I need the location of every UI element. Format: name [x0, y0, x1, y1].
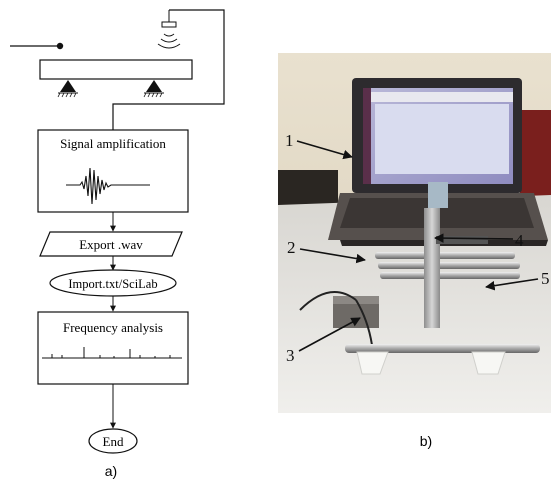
laptop	[328, 78, 548, 246]
signal-amplification-label: Signal amplification	[60, 136, 166, 151]
amplifier-device	[299, 291, 379, 346]
spectrum-icon	[42, 347, 182, 359]
signal-amplification-box	[37, 129, 189, 213]
import-label: Import.txt/SciLab	[68, 277, 157, 291]
microphone-cable	[112, 9, 225, 130]
support-right-icon	[143, 80, 164, 98]
callout-1-label: 1	[285, 131, 294, 150]
impact-point	[56, 42, 64, 50]
specimen-rod	[345, 344, 540, 353]
export-wav-label: Export .wav	[79, 237, 143, 252]
end-step	[88, 428, 138, 454]
callout-4-arrow	[434, 233, 514, 243]
specimen-beam	[39, 59, 193, 80]
microphone-icon	[157, 10, 181, 49]
foam-support-left	[356, 351, 389, 375]
callout-3-arrow	[298, 317, 361, 352]
panel-b-label: b)	[420, 433, 432, 449]
panel-b-photo: 1 2 3 4 5 b)	[278, 53, 551, 449]
spare-rods	[375, 252, 520, 279]
callout-2-label: 2	[287, 238, 296, 257]
support-left-icon	[57, 80, 78, 98]
waveform-icon	[66, 167, 150, 205]
callout-4-label: 4	[515, 231, 524, 250]
end-label: End	[103, 434, 124, 449]
panel-a-label: a)	[105, 463, 117, 479]
panel-a-flowchart: Signal amplification Export .wav Import.…	[10, 9, 225, 479]
callout-5-arrow	[485, 278, 539, 291]
callout-1-arrow	[296, 140, 353, 160]
callout-2-arrow	[299, 248, 366, 264]
callout-5-label: 5	[541, 269, 550, 288]
frequency-analysis-box	[37, 311, 189, 385]
export-wav-step	[39, 231, 183, 257]
frequency-analysis-label: Frequency analysis	[63, 320, 163, 335]
callout-3-label: 3	[286, 346, 295, 365]
foam-support-right	[471, 351, 506, 375]
